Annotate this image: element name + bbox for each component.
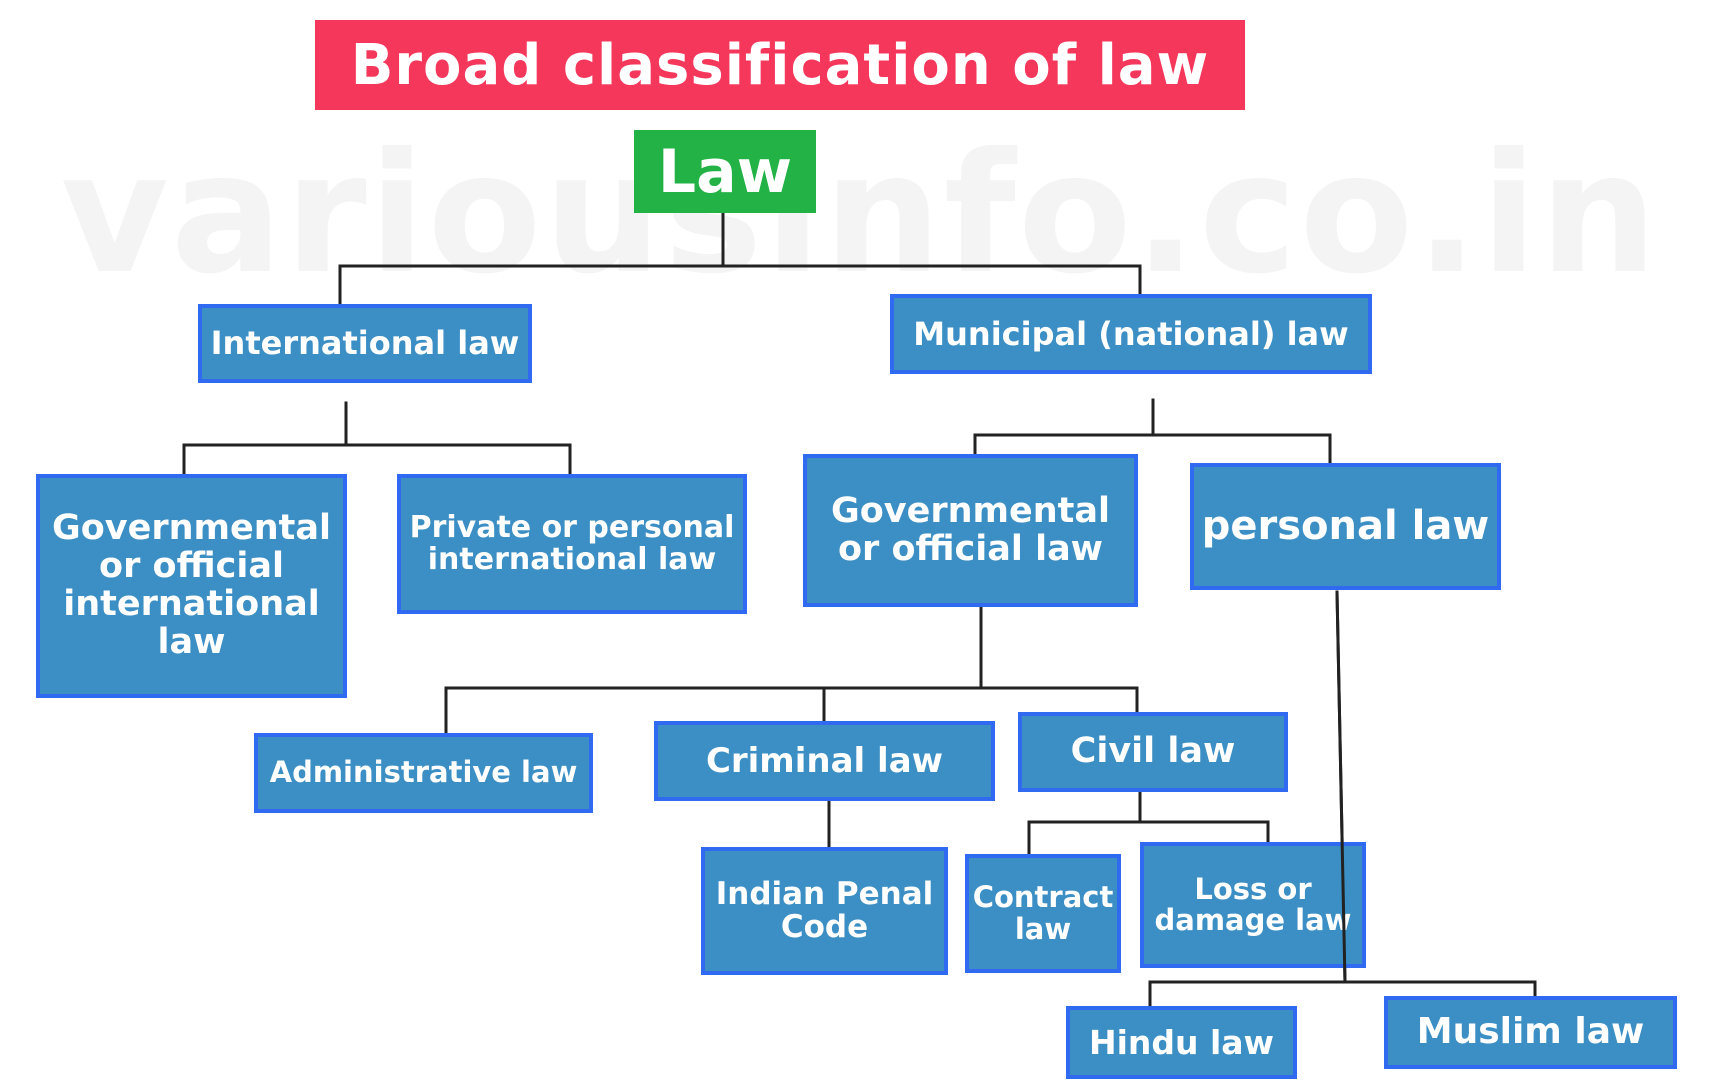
node-indian-penal-code: Indian Penal Code [701,847,948,975]
node-label: Governmental or official international l… [52,508,331,662]
node-law: Law [634,130,816,213]
node-governmental-international-law: Governmental or official international l… [36,474,347,698]
node-label: Indian Penal Code [715,875,934,945]
connector-international [182,401,572,480]
node-contract-law: Contract law [965,854,1121,973]
node-label: Loss or damage law [1154,871,1352,937]
node-label: Governmental or official law [831,490,1110,569]
node-label: Municipal (national) law [913,314,1349,353]
node-label: personal law [1201,502,1490,549]
node-label: Criminal law [705,740,944,781]
node-governmental-official-law: Governmental or official law [803,454,1138,607]
node-private-international-law: Private or personal international law [397,474,747,614]
node-label: International law [210,324,520,363]
node-label: Hindu law [1088,1022,1275,1062]
node-criminal-law: Criminal law [654,721,995,801]
node-municipal-law: Municipal (national) law [890,294,1372,374]
node-international-law: International law [198,304,532,383]
node-personal-law: personal law [1190,463,1501,590]
node-administrative-law: Administrative law [254,733,593,813]
connector-gov-official [444,603,1139,735]
connector-municipal [973,398,1332,465]
node-muslim-law: Muslim law [1384,996,1677,1069]
node-loss-or-damage-law: Loss or damage law [1140,842,1366,968]
node-label: Private or personal international law [409,509,735,577]
node-label: Contract law [972,880,1114,946]
node-label: Civil law [1070,731,1236,772]
connector-civil [1027,788,1270,856]
diagram-title: Broad classification of law [315,20,1245,110]
watermark: variousinfo.co.in [60,118,1660,311]
node-label: Administrative law [269,755,578,790]
connector-law [338,211,1142,306]
node-label: Muslim law [1416,1011,1645,1053]
node-civil-law: Civil law [1018,712,1288,792]
node-hindu-law: Hindu law [1066,1006,1297,1079]
